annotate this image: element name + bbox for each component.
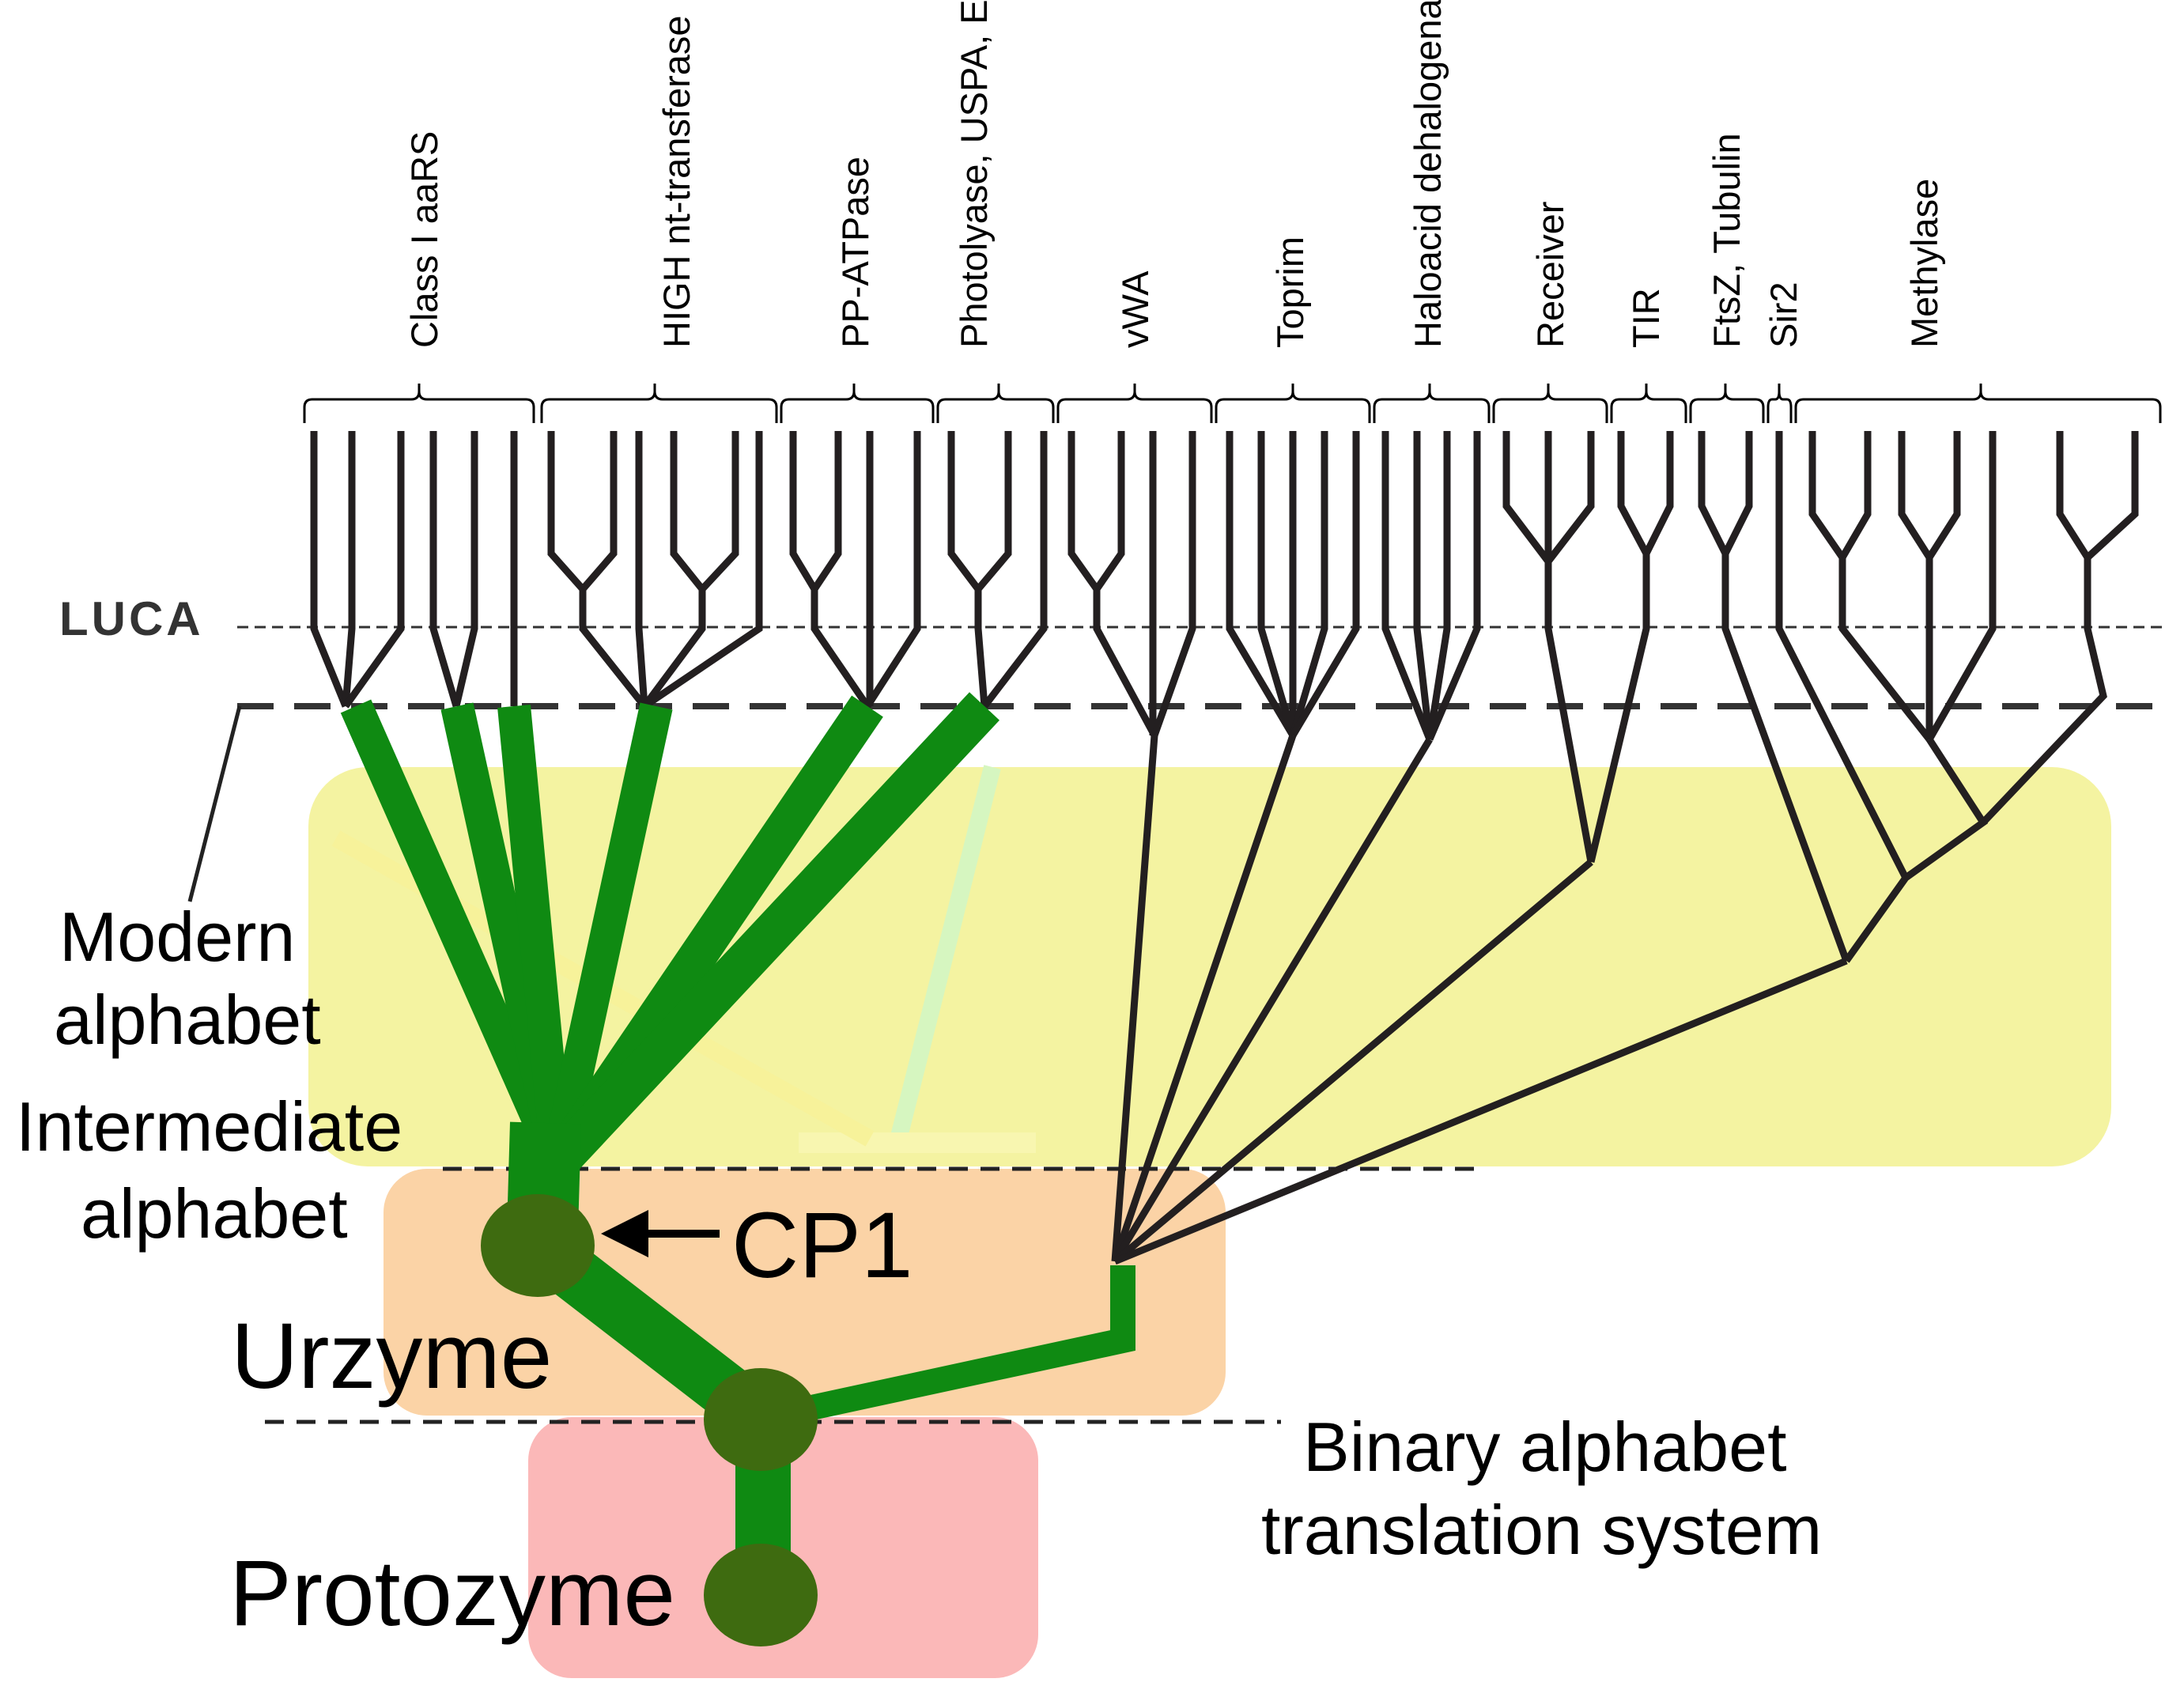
family-label-sir2: Sir2	[1763, 282, 1804, 348]
family-label-tir: TIR	[1625, 288, 1667, 348]
cp1-node	[481, 1194, 595, 1297]
family-label-high: HIGH nt-transferase	[656, 15, 697, 348]
urzyme-node	[704, 1368, 818, 1471]
intermediate-label-line1: Intermediate	[16, 1087, 402, 1166]
family-label-ftsz: FtsZ, Tubulin	[1706, 133, 1748, 348]
family-label-methylase: Methylase	[1903, 179, 1945, 348]
family-label-photolyase: Photolyase, USPA, ETFP	[953, 0, 995, 348]
cp1-label: CP1	[731, 1193, 913, 1298]
family-label-haloacid: Haloacid dehalogenase	[1407, 0, 1449, 348]
protozyme-node	[704, 1544, 818, 1646]
luca-label: LUCA	[59, 592, 204, 645]
modern-leader-line	[187, 705, 242, 902]
family-label-toprim: Toprim	[1269, 236, 1311, 348]
cp1-arrow	[601, 1210, 720, 1257]
family-braces	[303, 384, 2162, 423]
binary-label-line1: Binary alphabet	[1303, 1408, 1787, 1486]
black-branches	[310, 431, 2139, 1265]
protozyme-label: Protozyme	[229, 1541, 675, 1646]
modern-label-line1: Modern	[59, 898, 295, 976]
family-label-vwa: vWA	[1114, 270, 1156, 348]
family-label-pp-atpase: PP-ATPase	[834, 157, 876, 348]
family-labels: Class I aaRS HIGH nt-transferase PP-ATPa…	[403, 0, 1945, 348]
family-label-class-i-aars: Class I aaRS	[403, 131, 445, 348]
family-label-receiver: Receiver	[1529, 202, 1571, 348]
binary-label-line2: translation system	[1261, 1491, 1822, 1569]
intermediate-label-line2: alphabet	[81, 1174, 348, 1253]
urzyme-label: Urzyme	[231, 1304, 552, 1408]
modern-label-line2: alphabet	[54, 981, 321, 1059]
